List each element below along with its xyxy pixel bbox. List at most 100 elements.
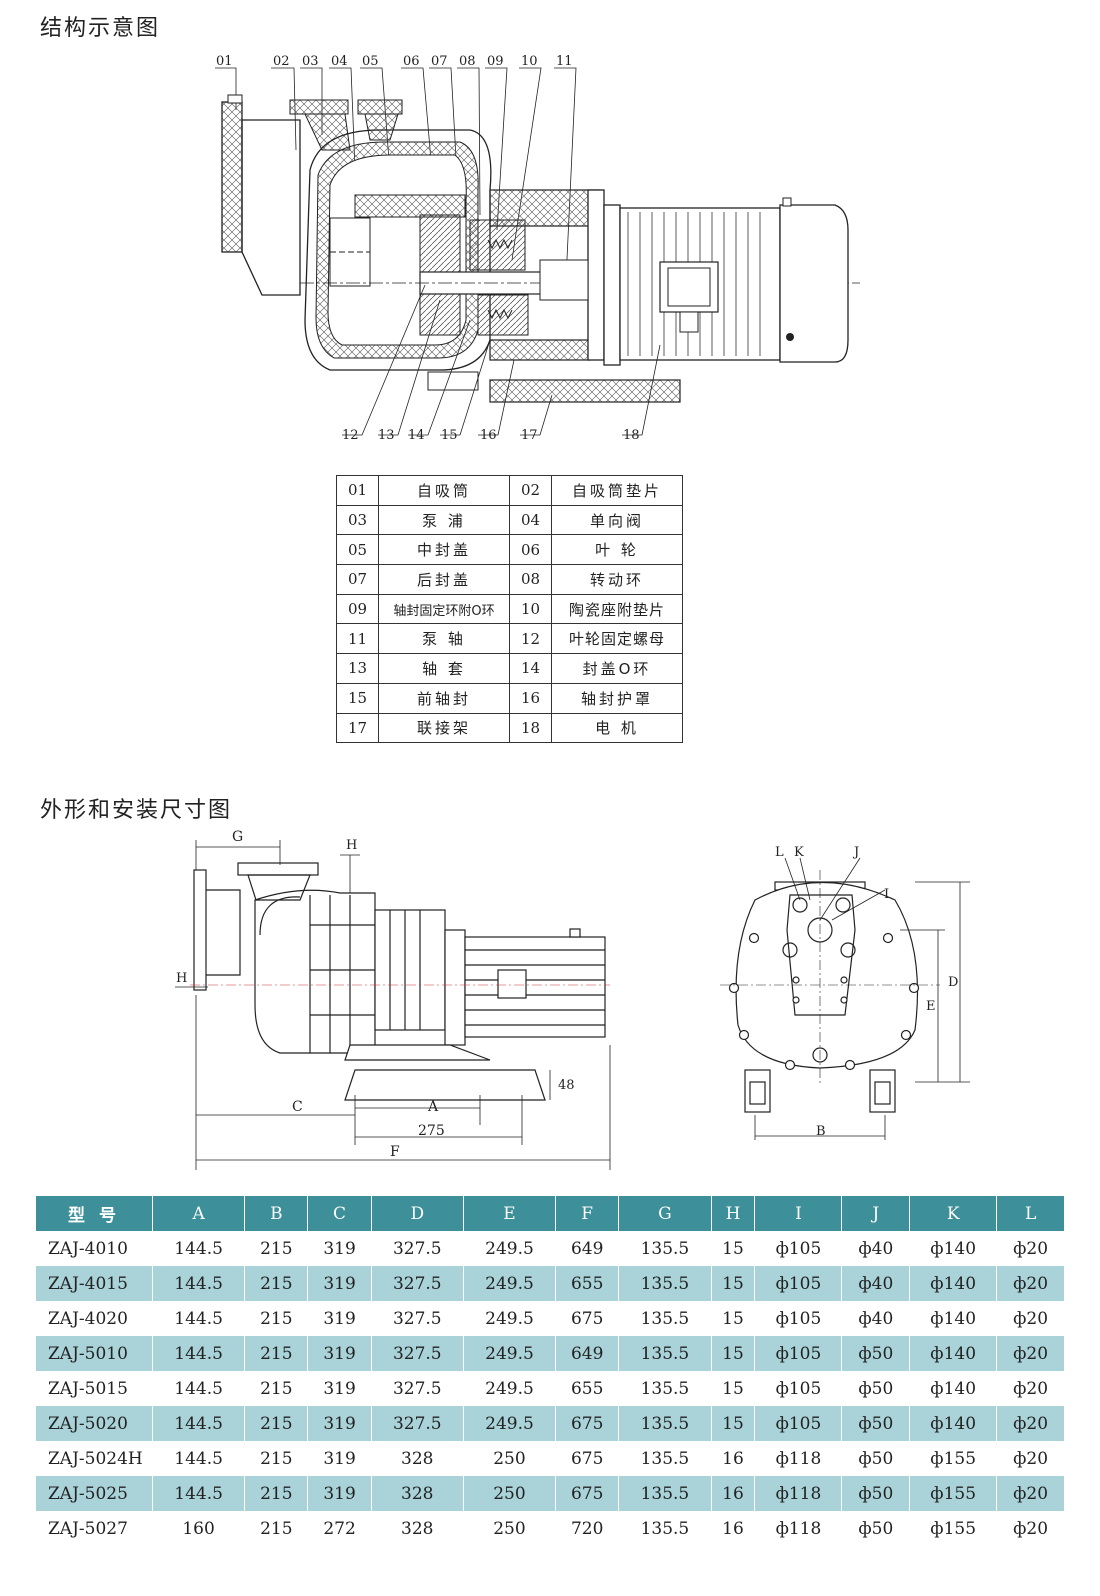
dim-label-D: D (948, 975, 958, 990)
structure-diagram-title: 结构示意图 (40, 16, 161, 41)
spec-value-cell: ф155 (909, 1511, 998, 1546)
table-row: 05 中封盖 06 叶 轮 (336, 534, 683, 566)
part-name: 前轴封 (378, 682, 510, 714)
spec-value-cell: ф50 (841, 1371, 911, 1406)
header-cell: H (711, 1196, 756, 1231)
part-name: 叶轮固定螺母 (551, 623, 683, 655)
spec-value-cell: 15 (711, 1406, 756, 1441)
dim-label-L: L (775, 845, 784, 860)
spec-value-cell: ф105 (754, 1406, 843, 1441)
spec-value-cell: 319 (307, 1476, 372, 1511)
part-name: 叶 轮 (551, 534, 683, 566)
spec-value-cell: 720 (555, 1511, 620, 1546)
part-name: 联接架 (378, 712, 510, 744)
spec-value-cell: 15 (711, 1266, 756, 1301)
spec-value-cell: 16 (711, 1441, 756, 1476)
part-number: 03 (336, 504, 379, 536)
spec-value-cell: 319 (307, 1371, 372, 1406)
header-cell: A (152, 1196, 246, 1231)
dim-label-C: C (292, 1099, 303, 1115)
callout-14: 14 (408, 428, 425, 443)
spec-value-cell: ф50 (841, 1406, 911, 1441)
spec-value-cell: 319 (307, 1406, 372, 1441)
callout-17: 17 (521, 428, 538, 443)
model-cell: ZAJ-4010 (36, 1231, 153, 1266)
callout-06: 06 (403, 54, 420, 69)
table-row: 13 轴 套 14 封盖O环 (336, 653, 683, 684)
callout-02: 02 (273, 54, 290, 69)
part-number: 11 (336, 623, 379, 655)
part-number: 13 (336, 653, 379, 684)
pump-cross-section-drawing: 01 02 03 04 05 06 07 08 09 10 11 (215, 54, 860, 443)
spec-value-cell: 15 (711, 1301, 756, 1336)
part-name: 泵 轴 (378, 623, 510, 655)
spec-value-cell: 135.5 (618, 1441, 712, 1476)
spec-value-cell: 135.5 (618, 1511, 712, 1546)
spec-value-cell: 16 (711, 1476, 756, 1511)
callout-08: 08 (459, 54, 476, 69)
spec-value-cell: ф155 (909, 1476, 998, 1511)
part-number: 15 (336, 682, 379, 714)
spec-value-cell: ф20 (996, 1231, 1065, 1266)
spec-value-cell: ф105 (754, 1301, 843, 1336)
part-number: 14 (509, 653, 552, 684)
spec-value-cell: 144.5 (152, 1301, 246, 1336)
spec-value-cell: ф40 (841, 1301, 911, 1336)
spec-value-cell: 249.5 (463, 1266, 557, 1301)
table-row: 11 泵 轴 12 叶轮固定螺母 (336, 623, 683, 655)
header-cell: F (555, 1196, 620, 1231)
part-name: 自吸筒 (378, 475, 510, 506)
part-name: 后封盖 (378, 564, 510, 595)
model-cell: ZAJ-5020 (36, 1406, 153, 1441)
callout-07: 07 (431, 54, 448, 69)
spec-value-cell: ф20 (996, 1301, 1065, 1336)
dim-label-K: K (794, 845, 804, 860)
part-number: 18 (509, 712, 552, 744)
spec-value-cell: 135.5 (618, 1266, 712, 1301)
spec-value-cell: 327.5 (371, 1266, 464, 1301)
spec-value-cell: 144.5 (152, 1266, 246, 1301)
spec-value-cell: 15 (711, 1231, 756, 1266)
spec-value-cell: 327.5 (371, 1406, 464, 1441)
spec-value-cell: 160 (152, 1511, 246, 1546)
spec-value-cell: 327.5 (371, 1231, 464, 1266)
model-cell: ZAJ-5024H (36, 1441, 153, 1476)
dim-label-A: A (427, 1099, 439, 1115)
dim-label-G: G (232, 829, 243, 845)
spec-value-cell: ф118 (754, 1476, 843, 1511)
header-cell: E (463, 1196, 557, 1231)
callout-12: 12 (342, 428, 359, 443)
dim-label-275: 275 (418, 1123, 445, 1139)
spec-value-cell: 327.5 (371, 1371, 464, 1406)
spec-value-cell: 215 (244, 1231, 309, 1266)
spec-value-cell: ф50 (841, 1511, 911, 1546)
dim-label-F: F (390, 1144, 400, 1160)
spec-value-cell: 655 (555, 1266, 620, 1301)
part-number: 10 (509, 593, 552, 625)
dim-label-I: I (884, 887, 889, 902)
bottom-callouts: 12 13 14 15 16 17 18 (342, 428, 640, 443)
dim-label-H-top: H (346, 838, 357, 853)
callout-10: 10 (521, 54, 538, 69)
spec-value-cell: 215 (244, 1266, 309, 1301)
table-row: 01 自吸筒 02 自吸筒垫片 (336, 475, 683, 506)
spec-value-cell: ф105 (754, 1336, 843, 1371)
part-number: 16 (509, 682, 552, 714)
part-name: 自吸筒垫片 (551, 475, 683, 506)
spec-value-cell: 675 (555, 1441, 620, 1476)
spec-value-cell: 215 (244, 1371, 309, 1406)
spec-value-cell: 249.5 (463, 1231, 557, 1266)
spec-value-cell: ф50 (841, 1476, 911, 1511)
spec-value-cell: ф140 (909, 1336, 998, 1371)
header-cell: 型 号 (36, 1196, 153, 1231)
spec-value-cell: 215 (244, 1441, 309, 1476)
table-row: 17 联接架 18 电 机 (336, 712, 683, 744)
part-number: 08 (509, 564, 552, 595)
spec-value-cell: ф140 (909, 1301, 998, 1336)
table-row: 15 前轴封 16 轴封护罩 (336, 682, 683, 714)
spec-value-cell: 144.5 (152, 1406, 246, 1441)
